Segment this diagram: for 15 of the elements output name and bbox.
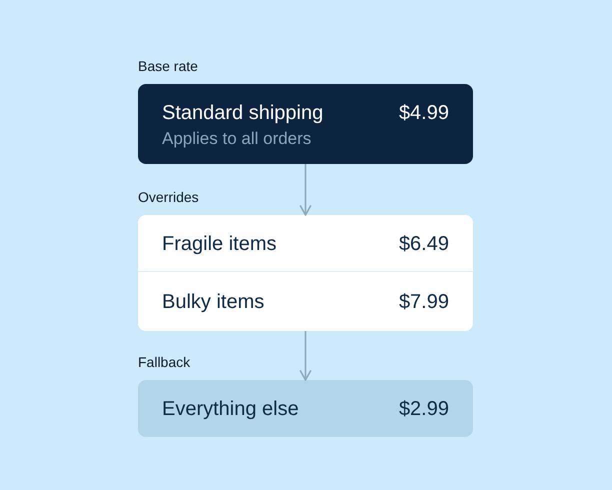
rate-description: Applies to all orders bbox=[162, 128, 312, 150]
price: $4.99 bbox=[398, 101, 449, 126]
section-heading: Fallback bbox=[138, 353, 190, 372]
rate-name: Standard shipping bbox=[162, 101, 324, 126]
price: $2.99 bbox=[398, 397, 449, 422]
rate-name: Fragile items bbox=[162, 232, 276, 257]
arrow bbox=[300, 331, 312, 381]
arrow bbox=[300, 164, 312, 216]
rate-row bbox=[138, 215, 473, 272]
rate-name: Everything else bbox=[162, 397, 299, 422]
section-heading: Overrides bbox=[138, 188, 199, 207]
price: $6.49 bbox=[398, 232, 449, 257]
price: $7.99 bbox=[398, 290, 449, 315]
rate-name: Bulky items bbox=[162, 290, 264, 315]
section-heading: Base rate bbox=[138, 57, 198, 76]
